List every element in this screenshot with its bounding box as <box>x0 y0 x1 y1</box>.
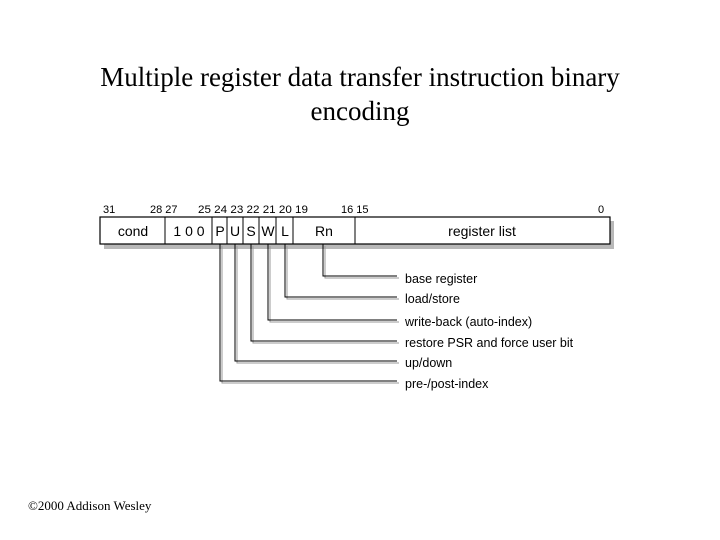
annotation-restore-psr: restore PSR and force user bit <box>405 336 574 350</box>
leader-write-back <box>267 244 397 321</box>
field-cond: cond <box>118 223 148 239</box>
leader-pre-post-index <box>219 244 397 382</box>
field-l: L <box>281 223 289 239</box>
bit-number-25-19: 25 24 23 22 21 20 19 <box>198 204 308 216</box>
copyright-notice: ©2000 Addison Wesley <box>28 498 152 513</box>
slide-title: Multiple register data transfer instruct… <box>60 60 660 128</box>
field-fixed-100: 1 0 0 <box>173 223 204 239</box>
leader-restore-psr <box>250 244 397 342</box>
bit-number-31: 31 <box>103 204 115 216</box>
annotation-write-back: write-back (auto-index) <box>404 315 532 329</box>
field-w: W <box>261 223 275 239</box>
annotation-load-store: load/store <box>405 292 460 306</box>
slide-title-line-1: Multiple register data transfer instruct… <box>100 62 620 92</box>
annotation-base-register: base register <box>405 272 477 286</box>
field-p: P <box>215 223 224 239</box>
field-register-list: register list <box>448 223 516 239</box>
annotation-up-down: up/down <box>405 356 452 370</box>
bit-number-28-27: 28 27 <box>150 204 178 216</box>
bit-number-16-15: 16 15 <box>341 204 369 216</box>
field-rn: Rn <box>315 223 333 239</box>
field-s: S <box>246 223 255 239</box>
bit-number-0: 0 <box>598 204 604 216</box>
leader-base-register <box>322 244 397 277</box>
leader-up-down <box>234 244 397 362</box>
slide-title-line-2: encoding <box>310 96 410 126</box>
field-u: U <box>230 223 240 239</box>
leader-load-store <box>284 244 397 298</box>
annotation-pre-post-index: pre-/post-index <box>405 377 489 391</box>
